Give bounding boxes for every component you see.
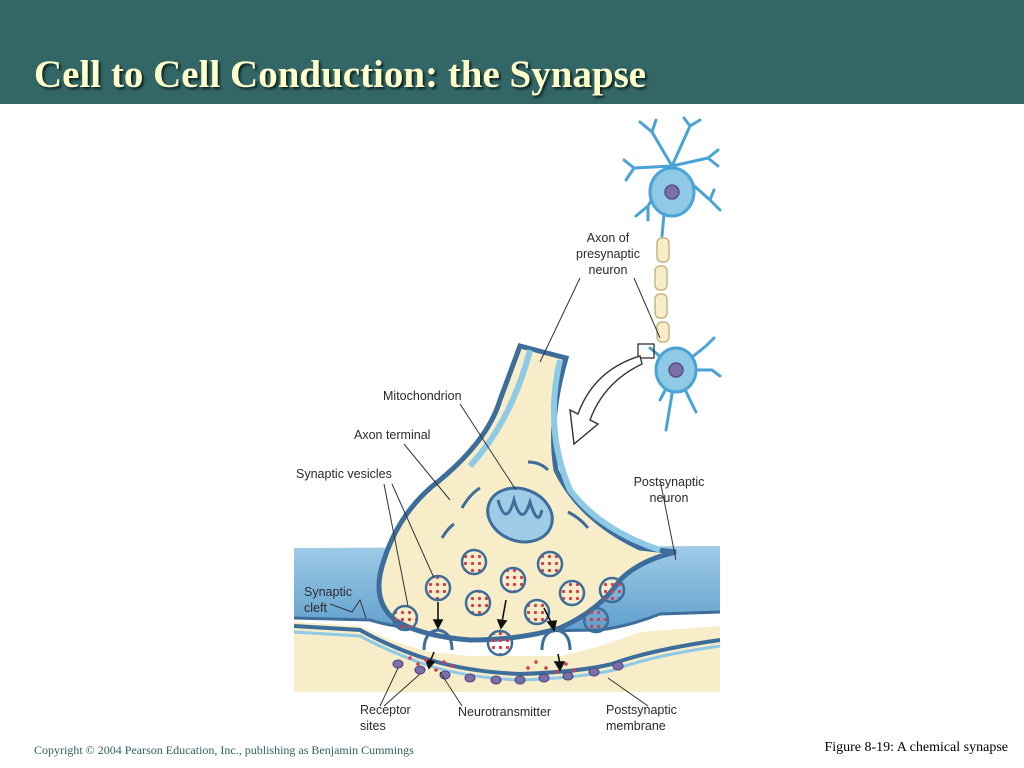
figure-caption: Figure 8-19: A chemical synapse <box>824 740 1008 755</box>
label-synaptic-cleft: Synaptic cleft <box>304 585 352 615</box>
synaptic-vesicles <box>391 548 626 657</box>
label-mitochondrion: Mitochondrion <box>383 389 462 403</box>
slide-title: Cell to Cell Conduction: the Synapse <box>34 53 647 96</box>
synapse-figure: Axon of presynaptic neuron Mitochondrion… <box>0 104 1024 744</box>
label-receptor-sites: Receptor sites <box>360 703 411 733</box>
receptor-sites <box>392 659 624 685</box>
label-axon-terminal: Axon terminal <box>354 428 431 442</box>
postsynaptic-neuron-small <box>648 336 722 432</box>
zoom-arrow <box>569 355 643 446</box>
presynaptic-neuron <box>622 116 722 238</box>
title-bar: Cell to Cell Conduction: the Synapse <box>0 0 1024 104</box>
zoom-box <box>637 343 655 359</box>
label-neurotransmitter: Neurotransmitter <box>458 705 552 719</box>
fusing-vesicles <box>422 628 572 651</box>
label-postsynaptic-membrane: Postsynaptic membrane <box>606 703 677 733</box>
release-arrows <box>424 599 566 672</box>
mitochondrion-shape <box>486 486 554 544</box>
leader-lines <box>329 277 677 707</box>
copyright-notice: Copyright © 2004 Pearson Education, Inc.… <box>34 743 414 757</box>
organelle-dashes <box>440 460 590 539</box>
neurotransmitter-dots <box>408 656 576 674</box>
label-postsynaptic-neuron: Postsynaptic neuron <box>633 475 705 505</box>
myelin-axon <box>654 237 670 343</box>
synapse-illustration <box>293 116 722 707</box>
label-axon-presynaptic: Axon of presynaptic neuron <box>576 231 640 277</box>
label-synaptic-vesicles: Synaptic vesicles <box>296 467 392 481</box>
